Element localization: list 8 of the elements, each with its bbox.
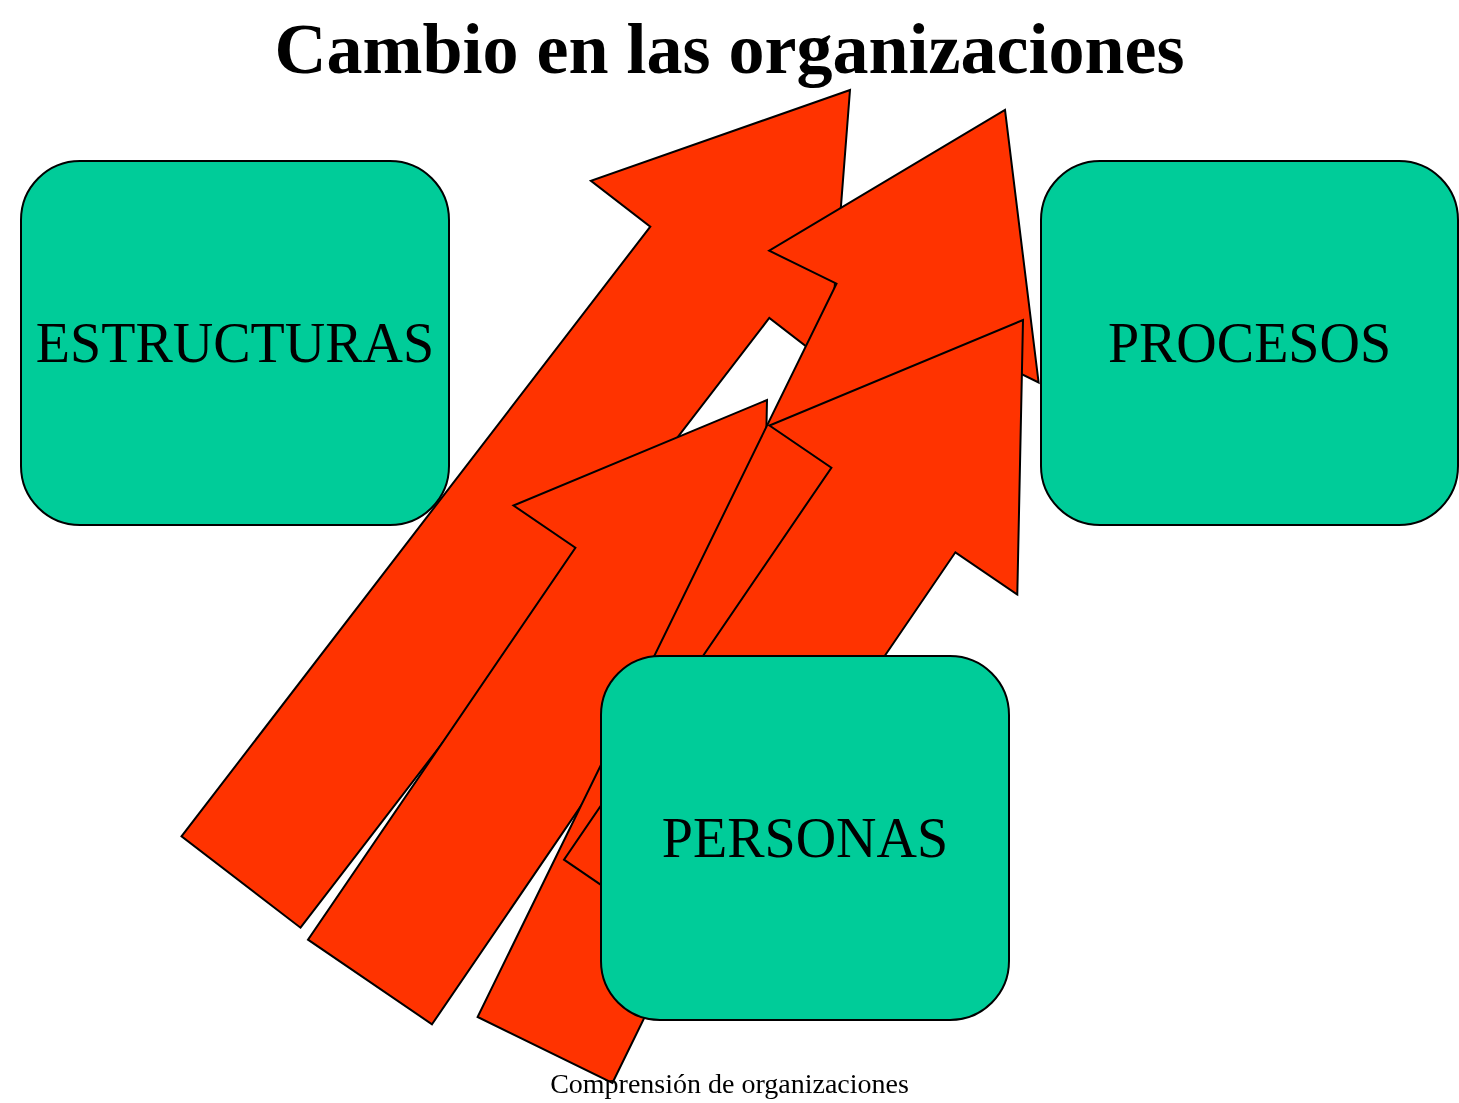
rounded-box: [600, 655, 1010, 1021]
title: Cambio en las organizaciones: [273, 8, 1186, 91]
box-label: PROCESOS: [1107, 311, 1392, 375]
rounded-box: [1040, 160, 1459, 526]
box-label: PERSONAS: [661, 806, 949, 870]
caption: Comprensión de organizaciones: [549, 1068, 910, 1100]
rounded-box: [20, 160, 450, 526]
box-label: ESTRUCTURAS: [35, 311, 435, 375]
